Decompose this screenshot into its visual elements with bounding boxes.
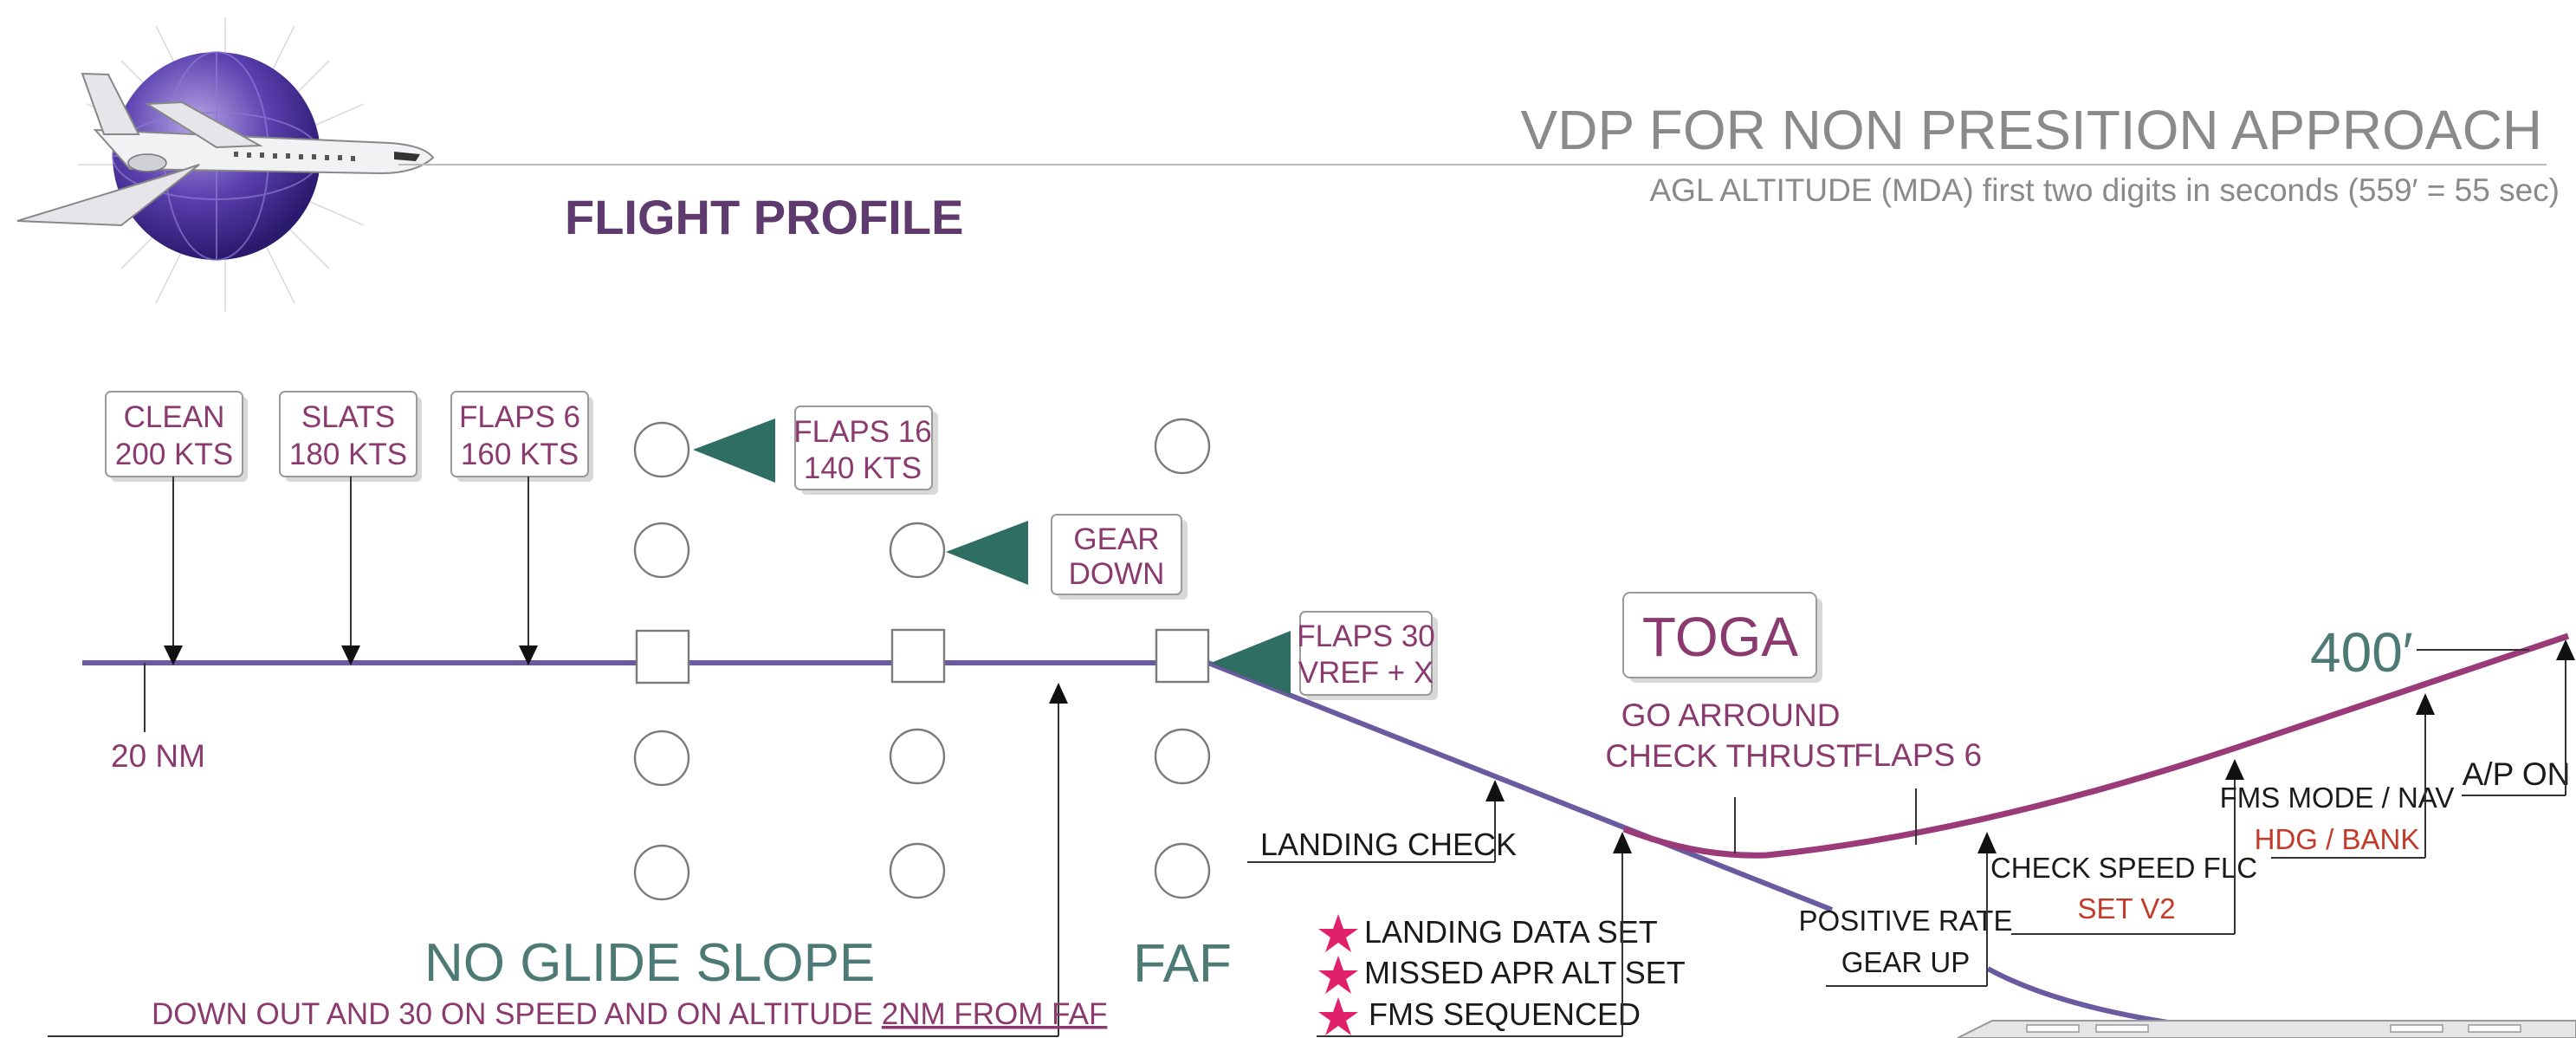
warning-star-icon	[1318, 997, 1358, 1035]
svg-text:CHECK SPEED FLC: CHECK SPEED FLC	[1990, 852, 2257, 884]
svg-text:FLAPS 16: FLAPS 16	[793, 415, 932, 449]
svg-text:MISSED APR ALT SET: MISSED APR ALT SET	[1364, 955, 1686, 990]
flaps30-box: FLAPS 30 VREF + X	[1297, 611, 1438, 700]
gear-down-box: GEAR DOWN	[1051, 514, 1188, 600]
vref-label: VREF + X	[1298, 656, 1434, 690]
clean-box: CLEAN 200 KTS	[105, 391, 248, 665]
svg-text:180 KTS: 180 KTS	[289, 438, 407, 471]
no-glide-slope-label: NO GLIDE SLOPE	[424, 933, 875, 993]
flaps6-ga-label: FLAPS 6	[1854, 737, 1982, 773]
warning-star-icon	[1318, 956, 1358, 994]
svg-text:200 KTS: 200 KTS	[115, 438, 233, 471]
svg-text:FMS MODE / NAV: FMS MODE / NAV	[2220, 782, 2455, 814]
svg-text:160 KTS: 160 KTS	[461, 438, 579, 471]
checkpoint-markers	[633, 418, 1211, 901]
ap-on-callout: A/P ON	[2462, 639, 2575, 796]
section-title: FLIGHT PROFILE	[565, 190, 963, 244]
svg-text:SLATS: SLATS	[301, 400, 395, 434]
airplane-icon	[16, 72, 435, 227]
slats-box: SLATS 180 KTS	[279, 391, 422, 665]
altitude-400-label: 400′	[2310, 621, 2413, 684]
checklist: LANDING DATA SET MISSED APR ALT SET FMS …	[1317, 832, 1686, 1037]
bottom-note: DOWN OUT AND 30 ON SPEED AND ON ALTITUDE…	[152, 997, 1107, 1031]
svg-text:LANDING DATA SET: LANDING DATA SET	[1364, 914, 1658, 950]
two-nm-pointer	[48, 683, 1068, 1037]
go-around-path	[1622, 633, 2570, 859]
flaps16-box: FLAPS 16 140 KTS	[793, 405, 938, 495]
two-nm-underlined: 2NM FROM FAF	[882, 997, 1108, 1031]
svg-text:FMS SEQUENCED: FMS SEQUENCED	[1369, 996, 1641, 1032]
flaps6-box: FLAPS 6 160 KTS	[450, 391, 593, 665]
page-subtitle: AGL ALTITUDE (MDA) first two digits in s…	[1650, 172, 2560, 208]
go-around-label: GO ARROUND	[1621, 697, 1841, 733]
distance-label: 20 NM	[111, 738, 205, 774]
svg-text:TOGA: TOGA	[1642, 606, 1799, 668]
airplane-globe-logo	[16, 17, 435, 312]
page-title: VDP FOR NON PRESITION APPROACH	[1521, 99, 2542, 161]
svg-text:DOWN: DOWN	[1069, 557, 1165, 591]
config-triangles	[693, 418, 1291, 695]
svg-text:POSITIVE RATE: POSITIVE RATE	[1799, 905, 2013, 937]
positive-rate-callout: POSITIVE RATE GEAR UP	[1799, 832, 2013, 987]
check-speed-callout: CHECK SPEED FLC SET V2	[1990, 759, 2257, 935]
svg-text:GEAR: GEAR	[1073, 522, 1159, 556]
svg-text:140 KTS: 140 KTS	[804, 451, 922, 485]
svg-text:CLEAN: CLEAN	[124, 400, 225, 434]
svg-text:SET V2: SET V2	[2077, 892, 2175, 924]
runway	[1957, 1020, 2576, 1038]
svg-text:GEAR UP: GEAR UP	[1841, 946, 1971, 978]
faf-label: FAF	[1133, 934, 1232, 994]
check-thrust-label: CHECK THRUST	[1605, 738, 1855, 774]
svg-text:FLAPS 6: FLAPS 6	[459, 400, 580, 434]
warning-star-icon	[1318, 914, 1358, 952]
landing-check-callout: LANDING CHECK	[1247, 780, 1517, 863]
svg-text:A/P ON: A/P ON	[2463, 756, 2571, 792]
svg-text:HDG / BANK: HDG / BANK	[2255, 823, 2420, 855]
fms-mode-callout: FMS MODE / NAV HDG / BANK	[2220, 693, 2455, 859]
svg-text:LANDING CHECK: LANDING CHECK	[1260, 827, 1517, 862]
svg-text:FLAPS 30: FLAPS 30	[1297, 620, 1435, 653]
toga-box: TOGA	[1622, 592, 1822, 683]
